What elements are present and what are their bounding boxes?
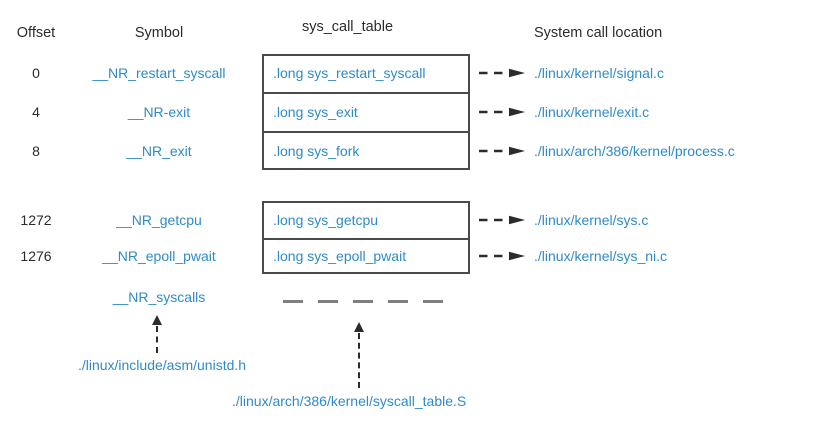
dashed-arrow-up-tail	[156, 326, 158, 353]
offset-value: 4	[32, 103, 40, 120]
offset-value: 1276	[20, 248, 52, 264]
table-row: 1272 __NR_getcpu .long sys_getcpu ./linu…	[0, 201, 824, 238]
table-row: 4 __NR-exit .long sys_exit ./linux/kerne…	[0, 92, 824, 131]
symbol-value: __NR-exit	[127, 103, 191, 120]
dashed-arrow-up-icon	[152, 315, 162, 325]
symbol-value: __NR_getcpu	[116, 211, 202, 228]
dashed-arrow-right-icon	[478, 92, 526, 131]
location-value: ./linux/arch/386/kernel/process.c	[534, 142, 735, 159]
location-value: ./linux/kernel/signal.c	[534, 65, 664, 81]
box-divider	[264, 238, 468, 240]
table-row: 0 __NR_restart_syscall .long sys_restart…	[0, 54, 824, 92]
location-value: ./linux/kernel/exit.c	[534, 103, 650, 120]
dashed-arrow-right-icon	[478, 238, 526, 274]
table-entry-value: .long sys_epoll_pwait	[273, 248, 407, 264]
location-value: ./linux/kernel/sys_ni.c	[534, 248, 668, 264]
column-header-offset: Offset	[16, 25, 56, 41]
symbol-value: __NR_restart_syscall	[92, 65, 226, 81]
symbol-value: __NR_exit	[126, 142, 192, 159]
offset-value: 0	[32, 65, 40, 81]
offset-value: 1272	[20, 211, 52, 228]
table-row: 8 __NR_exit .long sys_fork ./linux/arch/…	[0, 131, 824, 170]
dashed-arrow-right-icon	[478, 201, 526, 238]
column-header-symbol: Symbol	[134, 25, 184, 41]
location-value: ./linux/kernel/sys.c	[534, 211, 649, 228]
table-row: 1276 __NR_epoll_pwait .long sys_epoll_pw…	[0, 238, 824, 274]
dash	[423, 300, 443, 303]
table-entry-value: .long sys_getcpu	[273, 211, 379, 228]
unistd-header-label: ./linux/include/asm/unistd.h	[77, 357, 247, 373]
syscall-table-source-label: ./linux/arch/386/kernel/syscall_table.S	[232, 393, 467, 409]
table-row: __NR_syscalls	[0, 288, 824, 306]
dashed-arrow-right-icon	[478, 131, 526, 170]
symbol-value: __NR_epoll_pwait	[102, 248, 216, 264]
syscall-table-box-lower	[262, 201, 470, 274]
dashed-arrow-up-tail	[358, 333, 360, 388]
column-header-system-call-location: System call location	[534, 25, 663, 41]
syscall-table-box-upper	[262, 54, 470, 170]
dashed-arrow-right-icon	[478, 54, 526, 92]
dash	[353, 300, 373, 303]
column-header-sys-call-table: sys_call_table	[301, 19, 394, 35]
table-entry-value: .long sys_exit	[273, 103, 358, 120]
dashed-arrow-up-icon	[354, 322, 364, 332]
table-entry-value: .long sys_fork	[273, 142, 360, 159]
dash	[318, 300, 338, 303]
dash	[388, 300, 408, 303]
dash	[283, 300, 303, 303]
ellipsis-dashes-icon	[283, 300, 443, 303]
symbol-value: __NR_syscalls	[112, 289, 206, 305]
box-divider	[264, 131, 468, 133]
table-entry-value: .long sys_restart_syscall	[273, 65, 426, 81]
offset-value: 8	[32, 142, 40, 159]
box-divider	[264, 92, 468, 94]
